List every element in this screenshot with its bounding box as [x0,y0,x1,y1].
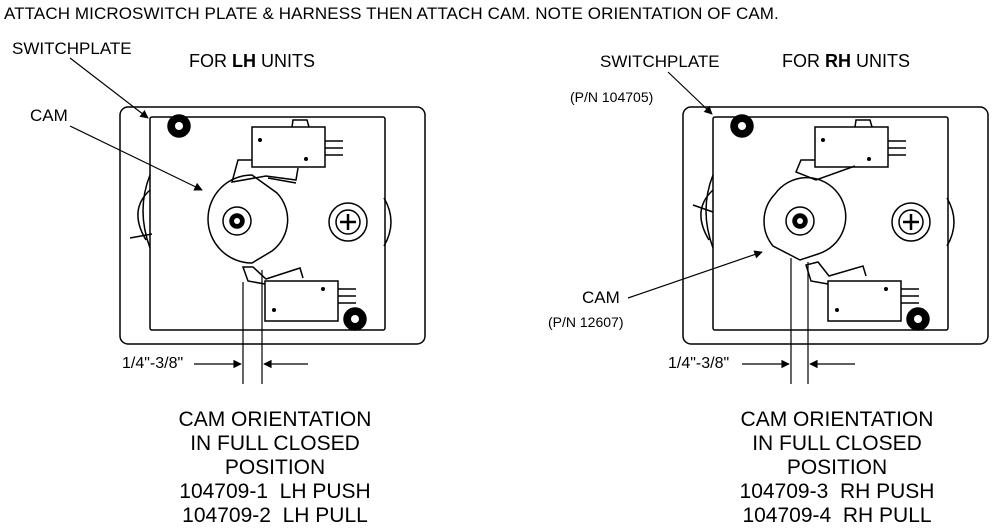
rh-caption-line-4: 104709-3 RH PUSH [739,480,935,503]
rh-phillips-screw [891,202,931,242]
rh-microswitch-top [814,126,889,168]
lh-housing [119,106,426,345]
lh-title-prefix: FOR [189,51,232,71]
lh-switchplate-label: SWITCHPLATE [12,39,132,58]
lh-unit-drawing [69,57,426,384]
rh-title-prefix: FOR [782,51,825,71]
lh-title-suffix: UNITS [256,51,316,71]
rh-microswitch-bottom [827,280,902,322]
rh-cam [763,176,847,261]
rh-caption: CAM ORIENTATION IN FULL CLOSED POSITION … [702,408,972,528]
rh-caption-line-1: CAM ORIENTATION [740,408,934,431]
rh-switchplate [712,116,949,331]
rh-title-bold: RH [825,51,851,71]
lh-phillips-screw [328,202,368,242]
lh-caption-line-1: CAM ORIENTATION [178,408,372,431]
lh-switchplate [149,116,386,331]
rh-title: FOR RH UNITS [782,52,910,70]
lh-caption-line-4: 104709-1 LH PUSH [179,480,371,503]
rh-cam-part-number: (P/N 12607) [548,314,624,330]
rh-switchplate-part-number: (P/N 104705) [570,89,654,105]
rh-caption-line-2: IN FULL CLOSED [752,432,922,455]
rh-caption-line-5: 104709-4 RH PULL [742,504,932,527]
rh-switchplate-label: SWITCHPLATE [600,52,720,71]
rh-cam-label: CAM [582,288,620,307]
rh-housing [682,106,989,345]
instruction-header: ATTACH MICROSWITCH PLATE & HARNESS THEN … [4,4,779,23]
lh-dimension-label: 1/4"-3/8" [122,355,184,372]
rh-unit-drawing [627,71,989,384]
lh-caption-line-3: POSITION [224,456,326,479]
lh-microswitch-top [251,126,326,168]
lh-title-bold: LH [232,51,256,71]
rh-title-suffix: UNITS [851,51,911,71]
lh-caption: CAM ORIENTATION IN FULL CLOSED POSITION … [140,408,410,528]
lh-title: FOR LH UNITS [189,52,315,70]
lh-microswitch-bottom [264,280,339,322]
lh-caption-line-2: IN FULL CLOSED [190,432,360,455]
lh-cam [207,174,289,264]
rh-caption-line-3: POSITION [786,456,888,479]
rh-dimension-label: 1/4"-3/8" [668,355,730,372]
lh-cam-label: CAM [30,106,68,125]
lh-caption-line-5: 104709-2 LH PULL [182,504,368,527]
